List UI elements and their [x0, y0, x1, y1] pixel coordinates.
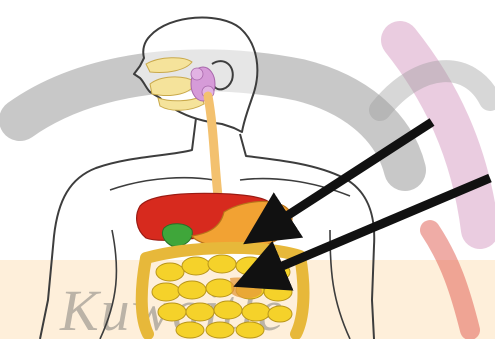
intestine-coil: [156, 263, 184, 281]
intestine-coil: [242, 303, 270, 321]
intestine-coil: [186, 303, 214, 321]
intestine-coil: [236, 322, 264, 338]
intestine-coil: [208, 255, 236, 273]
intestine-coil: [182, 257, 210, 275]
intestine-coil: [268, 306, 292, 322]
intestine-coil: [264, 283, 292, 301]
intestine-coil: [152, 283, 180, 301]
intestine-coil: [178, 281, 206, 299]
intestine-coil: [214, 301, 242, 319]
intestine-coil: [206, 322, 234, 338]
intestine-coil: [176, 322, 204, 338]
intestine-coil: [206, 279, 234, 297]
intestine-coil: [158, 303, 186, 321]
gallbladder: [162, 224, 192, 247]
salivary-gland-lobe: [191, 68, 203, 80]
